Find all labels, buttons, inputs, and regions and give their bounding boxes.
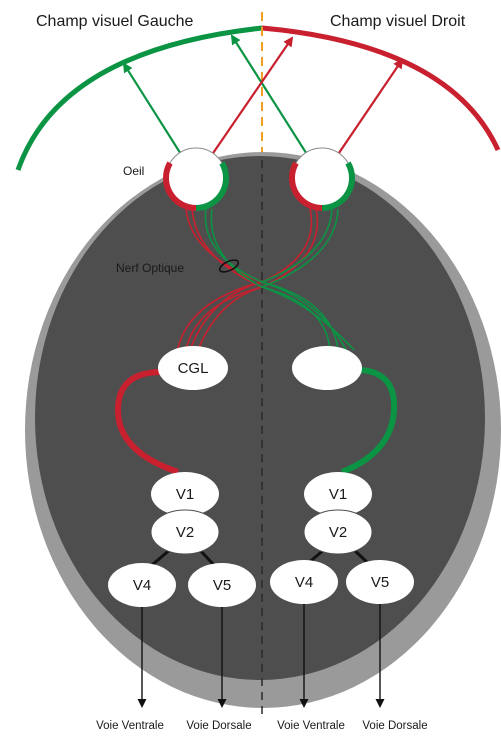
left-v1-node xyxy=(151,472,219,516)
left-v1-label: V1 xyxy=(176,486,194,503)
right-v1-label: V1 xyxy=(329,486,347,503)
right-lgn-node xyxy=(292,346,362,390)
left-v2-label: V2 xyxy=(176,524,194,541)
left-optic-radiation xyxy=(114,369,179,475)
right-v4-node xyxy=(270,560,338,604)
left-eye xyxy=(163,147,229,211)
left-ventral-label: Voie Ventrale xyxy=(96,720,164,732)
left-visual-field-label: Champ visuel Gauche xyxy=(36,13,194,30)
eye-label: Oeil xyxy=(123,164,144,178)
right-ventral-label: Voie Ventrale xyxy=(277,720,345,732)
right-v4-label: V4 xyxy=(295,574,313,591)
right-v2-label: V2 xyxy=(329,524,347,541)
right-optic-radiation xyxy=(340,367,398,475)
left-v4-label: V4 xyxy=(133,577,151,594)
left-lgn-label: CGL xyxy=(178,360,209,377)
left-v2-node xyxy=(150,509,220,555)
optic-fibers xyxy=(177,207,355,351)
left-v5-label: V5 xyxy=(213,577,231,594)
optic-nerve-marker xyxy=(218,259,240,273)
right-dorsal-label: Voie Dorsale xyxy=(362,720,427,732)
left-v4-node xyxy=(108,563,176,607)
right-v2-node xyxy=(303,509,373,555)
right-v5-node xyxy=(346,560,414,604)
left-dorsal-label: Voie Dorsale xyxy=(186,720,251,732)
right-visual-field-label: Champ visuel Droit xyxy=(330,13,466,30)
right-eye xyxy=(289,147,355,211)
right-v5-label: V5 xyxy=(371,574,389,591)
left-v5-node xyxy=(188,563,256,607)
brain-region xyxy=(35,156,485,680)
left-lgn-node xyxy=(158,346,228,390)
optic-nerve-label: Nerf Optique xyxy=(116,261,184,275)
right-visual-field-arc xyxy=(261,25,501,152)
right-v1-node xyxy=(304,472,372,516)
left-visual-field-arc xyxy=(15,25,263,171)
